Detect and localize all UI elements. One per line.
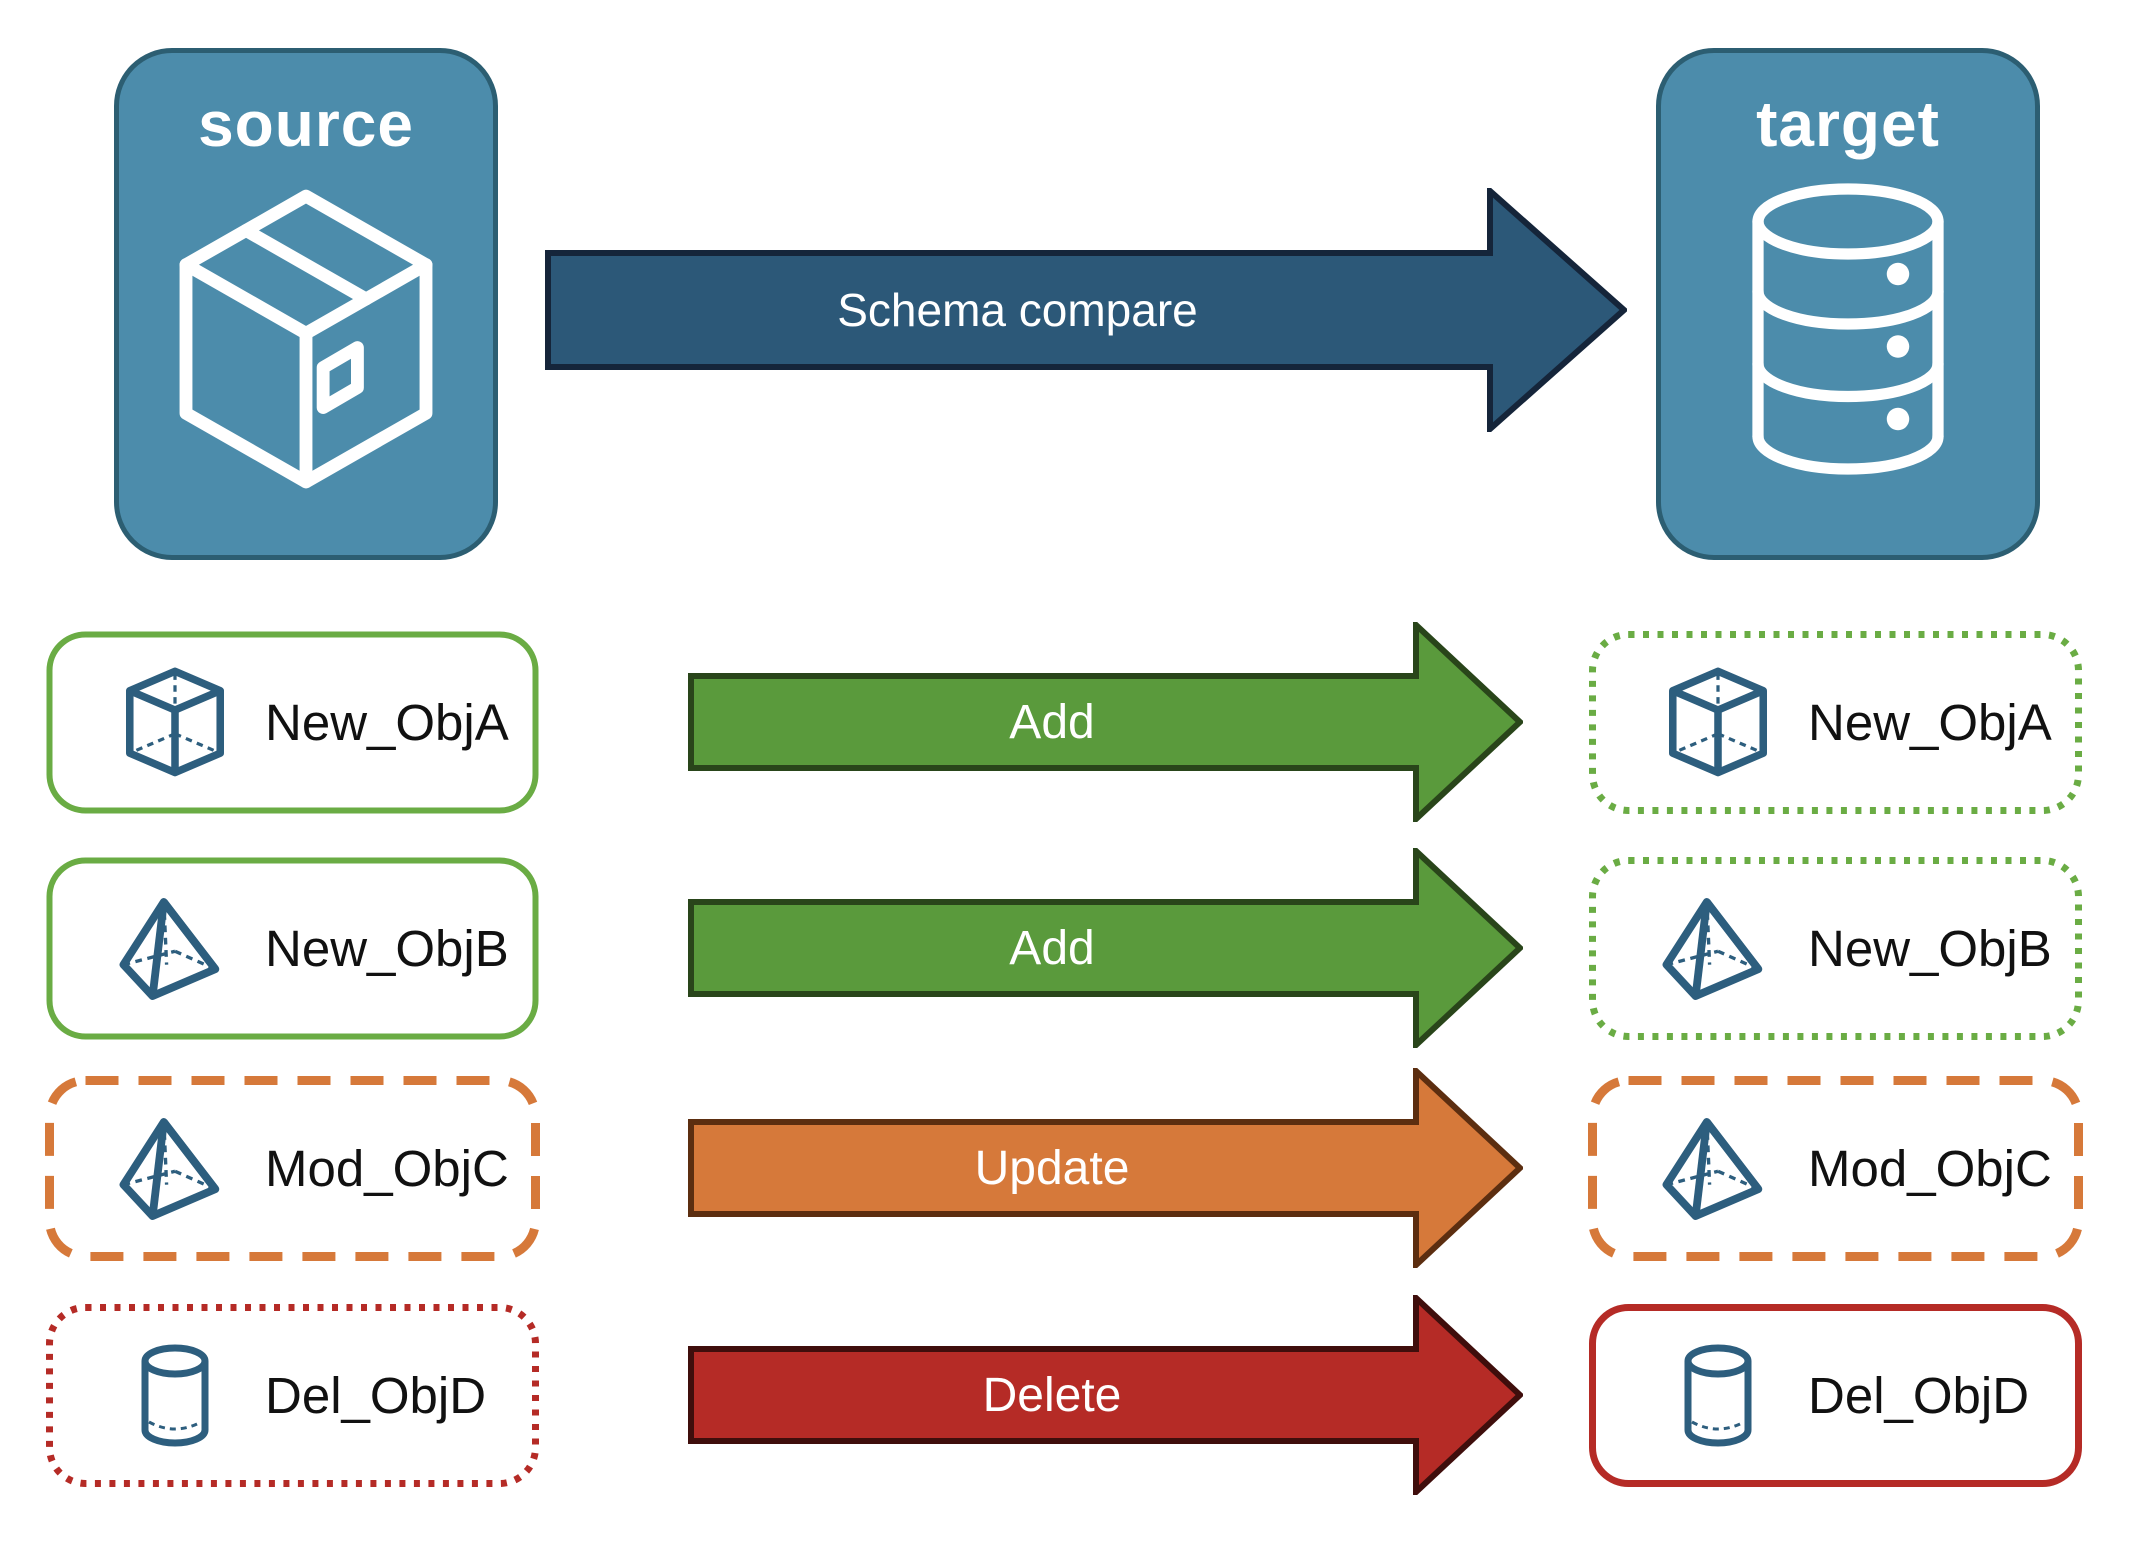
target-item-del-objd: Del_ObjD bbox=[1588, 1303, 2083, 1488]
update-arrow-label: Update bbox=[974, 1141, 1130, 1195]
delete-arrow-label: Delete bbox=[982, 1368, 1122, 1422]
pyramid-icon bbox=[115, 895, 235, 1003]
cylinder-icon bbox=[115, 1340, 235, 1452]
add-arrow-label: Add bbox=[1009, 695, 1095, 749]
item-label: Del_ObjD bbox=[265, 1367, 487, 1424]
cube-icon bbox=[115, 667, 235, 779]
pyramid-icon bbox=[1658, 1115, 1778, 1223]
add-arrow-shape bbox=[688, 622, 1523, 822]
add-arrow-label: Add bbox=[1009, 921, 1095, 975]
delete-arrow-shape bbox=[688, 1295, 1523, 1495]
target-item-new-objb: New_ObjB bbox=[1588, 856, 2083, 1041]
schema-compare-arrow: Schema compare bbox=[545, 188, 1627, 432]
update-arrow-row3: Update bbox=[688, 1068, 1523, 1268]
pyramid-icon bbox=[115, 1115, 235, 1223]
item-label: New_ObjB bbox=[265, 920, 509, 977]
package-icon bbox=[179, 189, 433, 489]
source-item-mod-objc: Mod_ObjC bbox=[45, 1076, 540, 1261]
database-icon bbox=[1752, 183, 1944, 475]
schema-compare-arrow-label: Schema compare bbox=[837, 284, 1198, 336]
item-label: New_ObjB bbox=[1808, 920, 2052, 977]
source-item-del-objd: Del_ObjD bbox=[45, 1303, 540, 1488]
add-arrow-row2: Add bbox=[688, 848, 1523, 1048]
target-item-mod-objc: Mod_ObjC bbox=[1588, 1076, 2083, 1261]
source-label: source bbox=[198, 88, 414, 160]
target-item-new-obja: New_ObjA bbox=[1588, 630, 2083, 815]
item-label: Mod_ObjC bbox=[1808, 1140, 2052, 1197]
pyramid-icon bbox=[1658, 895, 1778, 1003]
add-arrow-row1: Add bbox=[688, 622, 1523, 822]
add-arrow-shape bbox=[688, 848, 1523, 1048]
source-item-new-obja: New_ObjA bbox=[45, 630, 540, 815]
cylinder-icon bbox=[1658, 1340, 1778, 1452]
item-label: Mod_ObjC bbox=[265, 1140, 509, 1197]
delete-arrow-row4: Delete bbox=[688, 1295, 1523, 1495]
update-arrow-shape bbox=[688, 1068, 1523, 1268]
schema-compare-arrow-shape bbox=[545, 188, 1627, 432]
item-label: New_ObjA bbox=[1808, 694, 2052, 751]
cube-icon bbox=[1658, 667, 1778, 779]
target-box: target bbox=[1656, 48, 2040, 560]
item-label: Del_ObjD bbox=[1808, 1367, 2030, 1424]
source-item-new-objb: New_ObjB bbox=[45, 856, 540, 1041]
target-label: target bbox=[1756, 88, 1940, 160]
source-box: source bbox=[114, 48, 498, 560]
item-label: New_ObjA bbox=[265, 694, 509, 751]
